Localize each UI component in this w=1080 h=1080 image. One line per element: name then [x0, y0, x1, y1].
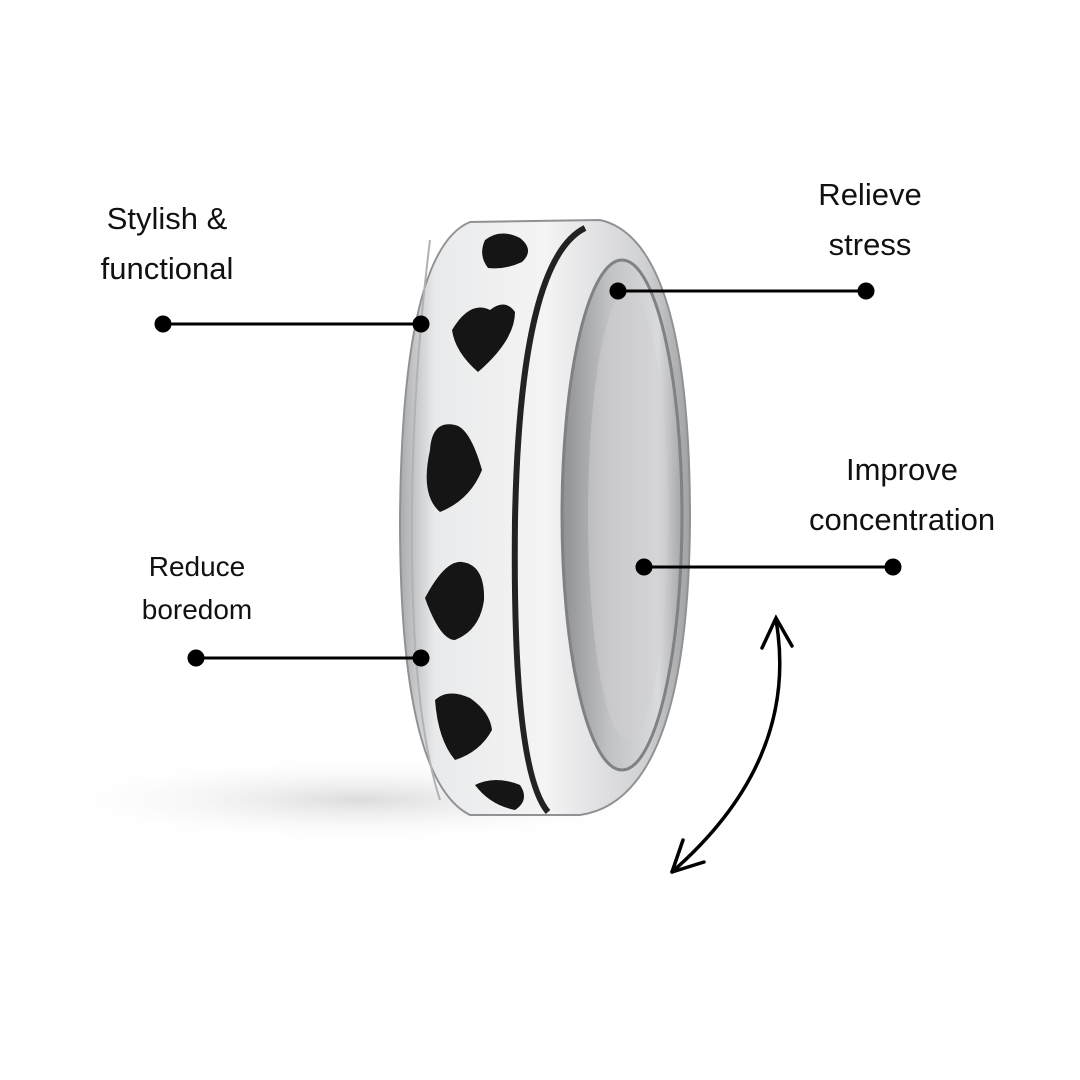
callout-text: Stylish &: [106, 201, 228, 236]
callout-text: stress: [828, 227, 912, 263]
callout-relieve-stress: Relieve stress: [818, 170, 921, 270]
heart-icon: [475, 780, 524, 810]
callout-improve-concentration: Improve concentration: [809, 445, 995, 545]
callout-text: functional: [100, 251, 234, 287]
heart-icon: [426, 424, 482, 512]
spinner-groove: [511, 225, 587, 814]
heart-icon: [482, 233, 529, 269]
curved-double-arrow-icon: [670, 614, 794, 874]
callout-text: Improve: [846, 452, 958, 487]
callout-text: boredom: [141, 594, 253, 626]
callout-reduce-boredom: Reduce boredom: [142, 545, 253, 632]
heart-icon: [452, 304, 515, 372]
callout-text: Reduce: [148, 551, 246, 582]
callout-text: Relieve: [818, 177, 922, 212]
heart-icon: [425, 561, 485, 640]
heart-icon: [435, 693, 492, 760]
heart-pattern: [425, 233, 529, 810]
callout-stylish-functional: Stylish & functional: [101, 194, 234, 294]
callout-text: concentration: [808, 502, 996, 538]
